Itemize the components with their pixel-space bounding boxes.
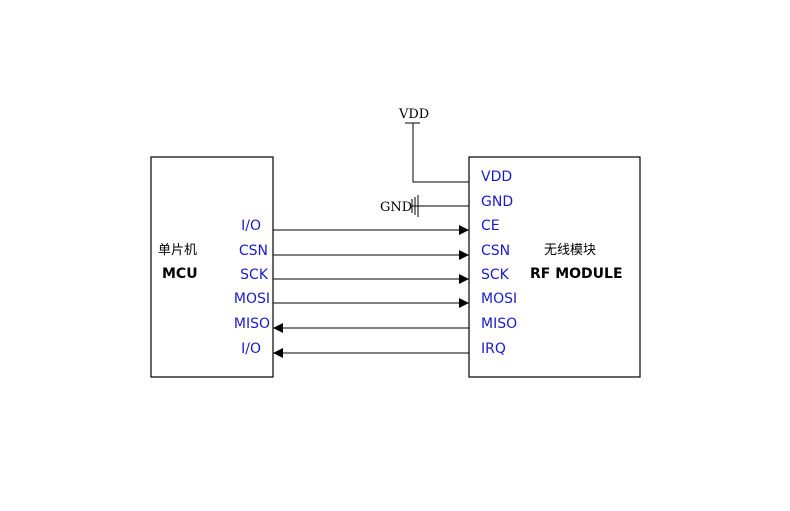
rf-pin-sck: SCK	[481, 267, 510, 283]
rf-name-cn: 无线模块	[544, 243, 596, 258]
mcu-pin-csn: CSN	[239, 243, 268, 259]
mcu-pin-io-2: I/O	[241, 341, 261, 357]
rf-pin-miso: MISO	[481, 316, 517, 332]
rf-pin-csn: CSN	[481, 243, 510, 259]
mcu-pin-io-1: I/O	[241, 218, 261, 234]
gnd-supply-label: GND	[380, 200, 412, 215]
mcu-name-cn: 单片机	[158, 243, 197, 258]
rf-pin-gnd: GND	[481, 194, 513, 210]
vdd-supply-label: VDD	[398, 107, 429, 122]
mcu-name-en: MCU	[162, 266, 198, 282]
rf-pin-vdd: VDD	[481, 169, 512, 185]
rf-pin-ce: CE	[481, 218, 500, 234]
rf-pin-irq: IRQ	[481, 341, 506, 357]
rf-module-block	[468, 156, 641, 378]
vdd-wire	[412, 123, 469, 183]
ground-icon	[411, 195, 469, 217]
rf-name-en: RF MODULE	[530, 266, 623, 282]
mcu-block	[150, 156, 274, 378]
rf-pin-mosi: MOSI	[481, 291, 517, 307]
mcu-pin-sck: SCK	[240, 267, 269, 283]
mcu-pin-miso: MISO	[234, 316, 270, 332]
mcu-pin-mosi: MOSI	[234, 291, 270, 307]
